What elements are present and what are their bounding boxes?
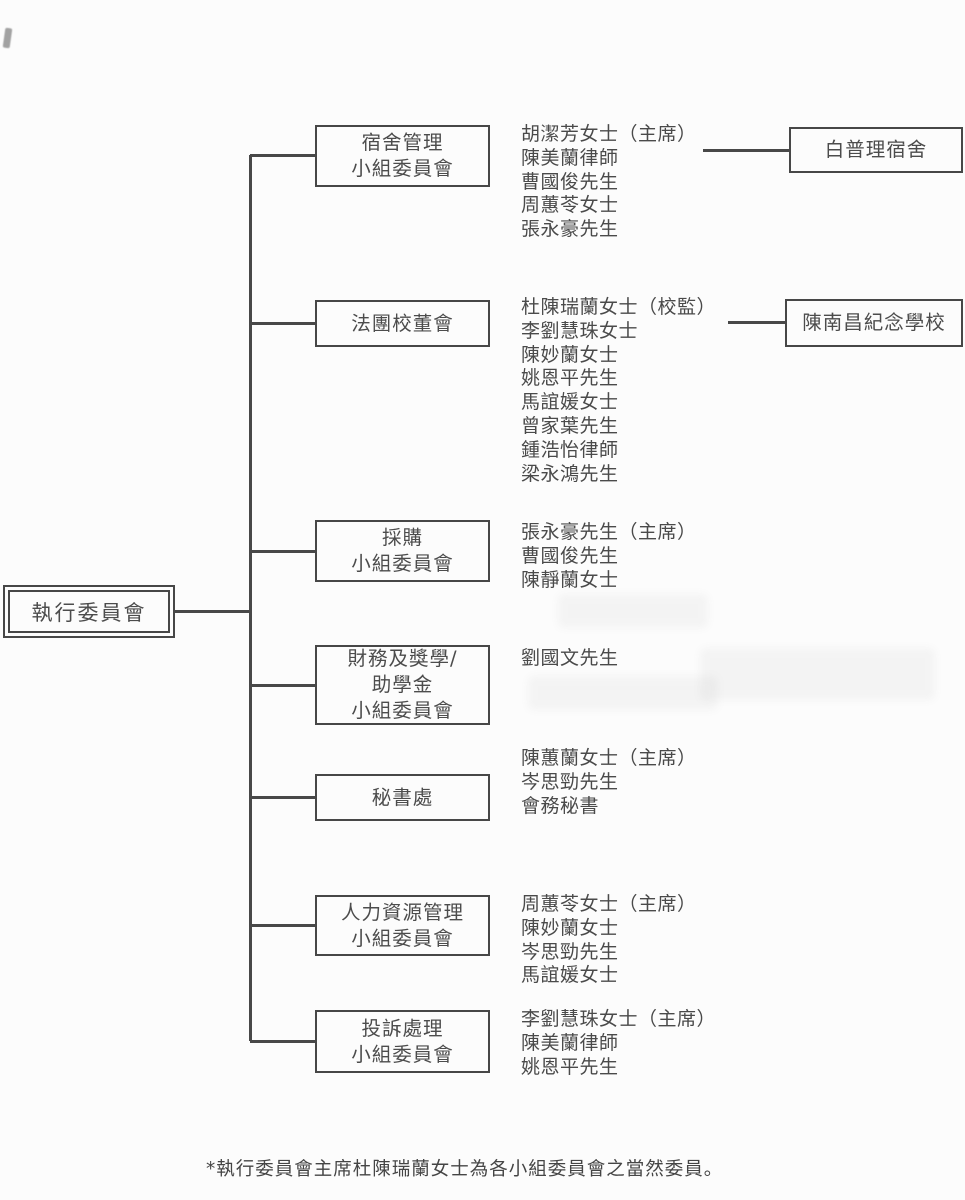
connector-spine — [249, 155, 252, 1041]
committee-box-procurement: 採購 小組委員會 — [315, 520, 490, 582]
member-name: 曾家葉先生 — [521, 414, 619, 437]
member-name: 陳靜蘭女士 — [521, 568, 619, 591]
member-name: 張永豪先生（主席） — [521, 521, 697, 543]
scan-smudge — [528, 676, 718, 710]
member-name: 陳妙蘭女士 — [521, 916, 619, 939]
committee-box-finance-scholarship: 財務及獎學/ 助學金 小組委員會 — [315, 645, 490, 725]
committee-box-imc: 法團校董會 — [315, 300, 490, 347]
unit-box-bradbury-hostel: 白普理宿舍 — [789, 127, 963, 173]
connector-branch-procurement — [250, 550, 315, 553]
connector-branch-imc — [250, 322, 315, 325]
committee-name-line: 人力資源管理 — [340, 900, 464, 924]
committee-box-hr-management: 人力資源管理 小組委員會 — [315, 895, 490, 956]
connector-branch-finance — [250, 684, 315, 687]
member-list-complaints-handling: 李劉慧珠女士（主席） 陳美蘭律師 姚恩平先生 — [521, 1008, 716, 1079]
root-box-label: 執行委員會 — [8, 590, 170, 633]
committee-name-line: 財務及獎學/ — [347, 647, 458, 670]
member-name: 姚恩平先生 — [521, 1055, 619, 1078]
member-name: 周蕙苓女士 — [521, 194, 619, 217]
member-name: 鍾浩怡律師 — [521, 438, 619, 461]
committee-name-line: 秘書處 — [371, 785, 434, 809]
member-name: 陳美蘭律師 — [521, 1031, 619, 1054]
committee-name-line: 採購 — [381, 526, 423, 549]
committee-name-line: 助學金 — [371, 673, 434, 696]
member-list-secretariat: 陳蕙蘭女士（主席） 岑思勁先生 會務秘書 — [521, 747, 697, 818]
connector-root-to-spine — [175, 610, 250, 613]
member-name: 周蕙苓女士（主席） — [521, 893, 697, 915]
connector-to-chan-nam-cheong-school — [728, 321, 785, 324]
connector-to-bradbury-hostel — [703, 149, 789, 152]
committee-name-line: 小組委員會 — [351, 1042, 454, 1066]
committee-box-complaints-handling: 投訴處理 小組委員會 — [315, 1010, 490, 1073]
committee-name-line: 宿舍管理 — [361, 131, 444, 154]
connector-branch-hr — [250, 924, 315, 927]
member-name: 馬誼媛女士 — [521, 391, 619, 414]
unit-name: 陳南昌紀念學校 — [802, 311, 946, 334]
member-name: 杜陳瑞蘭女士（校監） — [521, 296, 717, 318]
member-name: 曹國俊先生 — [521, 544, 619, 567]
committee-name-line: 小組委員會 — [351, 552, 454, 575]
member-name: 張永豪先生 — [521, 218, 619, 241]
member-name: 岑思勁先生 — [521, 770, 619, 793]
scan-smudge — [700, 648, 935, 700]
footnote: *執行委員會主席杜陳瑞蘭女士為各小組委員會之當然委員。 — [206, 1159, 724, 1180]
committee-name-line: 法團校董會 — [351, 311, 454, 335]
member-name: 李劉慧珠女士 — [521, 319, 639, 342]
committee-box-dormitory-management: 宿舍管理 小組委員會 — [315, 125, 490, 187]
connector-branch-secretariat — [250, 796, 315, 799]
member-list-dormitory-management: 胡潔芳女士（主席） 陳美蘭律師 曹國俊先生 周蕙苓女士 張永豪先生 — [521, 123, 697, 242]
scan-speck — [2, 27, 13, 49]
scan-smudge — [558, 594, 708, 628]
committee-name-line: 小組委員會 — [351, 926, 454, 950]
member-name: 姚恩平先生 — [521, 367, 619, 390]
member-list-imc: 杜陳瑞蘭女士（校監） 李劉慧珠女士 陳妙蘭女士 姚恩平先生 馬誼媛女士 曾家葉先… — [521, 296, 716, 486]
root-box-executive-committee: 執行委員會 — [3, 585, 175, 638]
member-name: 胡潔芳女士（主席） — [521, 123, 697, 145]
committee-box-secretariat: 秘書處 — [315, 774, 490, 821]
member-list-hr-management: 周蕙苓女士（主席） 陳妙蘭女士 岑思勁先生 馬誼媛女士 — [521, 893, 697, 988]
unit-name: 白普理宿舍 — [824, 138, 928, 161]
member-name: 李劉慧珠女士（主席） — [521, 1008, 717, 1030]
member-name: 陳妙蘭女士 — [521, 343, 619, 366]
connector-branch-dormitory — [250, 154, 315, 157]
member-name: 梁永鴻先生 — [521, 462, 619, 485]
member-list-finance-scholarship: 劉國文先生 — [521, 647, 619, 671]
committee-name-line: 小組委員會 — [351, 157, 454, 180]
member-list-procurement: 張永豪先生（主席） 曹國俊先生 陳靜蘭女士 — [521, 521, 697, 592]
member-name: 馬誼媛女士 — [521, 964, 619, 987]
member-name: 會務秘書 — [521, 794, 600, 817]
member-name: 劉國文先生 — [521, 647, 619, 669]
committee-name-line: 小組委員會 — [351, 699, 454, 722]
member-name: 曹國俊先生 — [521, 170, 619, 193]
committee-name-line: 投訴處理 — [361, 1016, 444, 1040]
member-name: 岑思勁先生 — [521, 940, 619, 963]
member-name: 陳蕙蘭女士（主席） — [521, 747, 697, 769]
member-name: 陳美蘭律師 — [521, 146, 619, 169]
connector-branch-complaints — [250, 1040, 315, 1043]
unit-box-chan-nam-cheong-school: 陳南昌紀念學校 — [785, 299, 963, 347]
